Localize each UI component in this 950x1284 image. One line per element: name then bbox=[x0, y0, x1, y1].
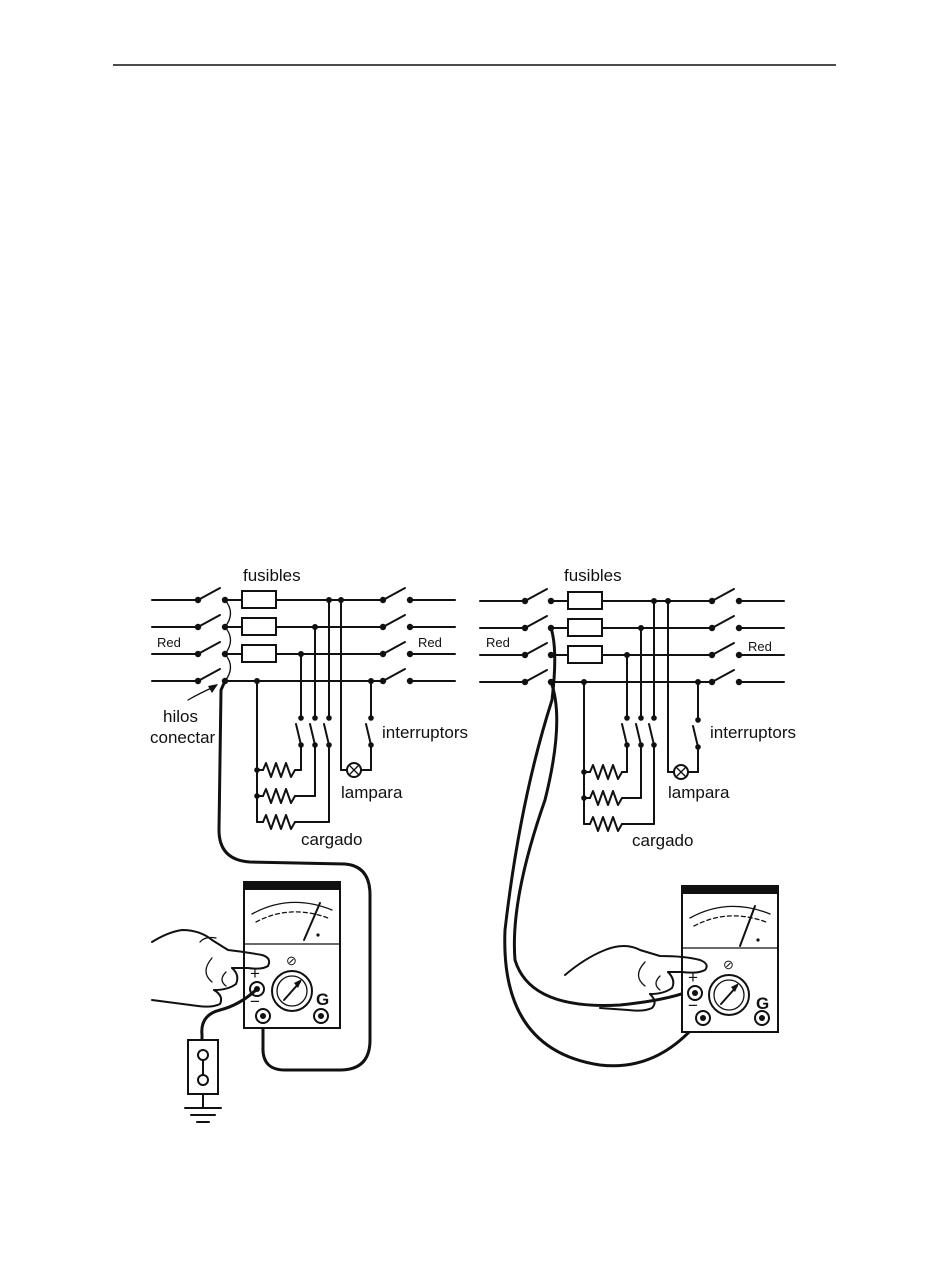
left-fuses bbox=[242, 591, 276, 662]
right-meter-minus: − bbox=[688, 996, 698, 1015]
left-wires-label-1: hilos bbox=[163, 707, 198, 726]
right-meter-dial-mark: ⊘ bbox=[723, 957, 734, 972]
left-meter-g: G bbox=[316, 990, 329, 1009]
right-main-switches bbox=[522, 589, 554, 685]
left-lamp-label: lampara bbox=[341, 783, 403, 802]
right-diagram: ⊘ + − G fusibles Red Red interruptors la… bbox=[480, 566, 796, 1066]
right-bus-lines bbox=[551, 601, 712, 682]
right-red-left-label: Red bbox=[486, 635, 510, 650]
right-outgoing-switches bbox=[709, 589, 784, 685]
left-meter-dial-mark: ⊘ bbox=[286, 953, 297, 968]
left-jumper-wires bbox=[225, 600, 231, 681]
right-fuses bbox=[568, 592, 602, 663]
left-red-label: Red bbox=[157, 635, 181, 650]
left-wires-label-2: conectar bbox=[150, 728, 216, 747]
right-switches-label: interruptors bbox=[710, 723, 796, 742]
left-load-label: cargado bbox=[301, 830, 362, 849]
right-red-right-label: Red bbox=[748, 639, 772, 654]
left-main-switches bbox=[195, 588, 228, 684]
right-meter-g: G bbox=[756, 994, 769, 1013]
right-load-label: cargado bbox=[632, 831, 693, 850]
left-wires-pointer bbox=[188, 684, 218, 700]
left-switches-label: interruptors bbox=[382, 723, 468, 742]
left-diagram: ⊘ + − G bbox=[150, 566, 468, 1122]
right-meter-plus: + bbox=[688, 968, 698, 987]
right-lamp-label: lampara bbox=[668, 783, 730, 802]
left-meter-plus: + bbox=[250, 964, 260, 983]
right-fuses-label: fusibles bbox=[564, 566, 622, 585]
left-bus-lines bbox=[225, 600, 383, 681]
left-red-right-label: Red bbox=[418, 635, 442, 650]
left-fuses-label: fusibles bbox=[243, 566, 301, 585]
